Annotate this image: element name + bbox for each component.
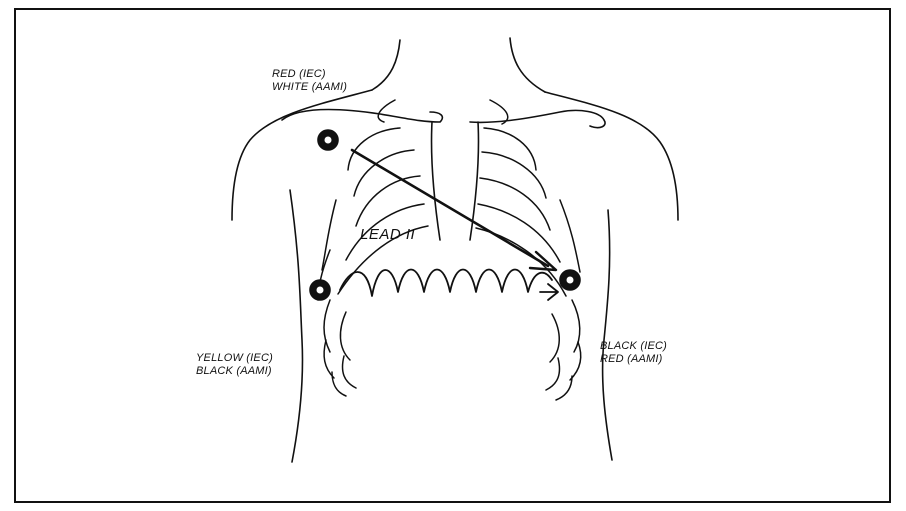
lead-ii-arrowhead (530, 252, 556, 270)
lead-ii-label: LEAD II (360, 226, 415, 243)
lead-ii-arrow (352, 150, 548, 266)
electrode-left-leg (560, 270, 580, 290)
label-right-arm-aami: WHITE (AAMI) (272, 81, 347, 94)
neck-left-outline (372, 40, 400, 90)
label-left-leg-aami: RED (AAMI) (600, 353, 667, 366)
sternum (431, 122, 440, 240)
label-right-arm: RED (IEC) WHITE (AAMI) (272, 68, 347, 94)
label-left-leg-iec: BLACK (IEC) (600, 340, 667, 353)
torso-right-side (603, 210, 612, 460)
label-left-leg: BLACK (IEC) RED (AAMI) (600, 340, 667, 366)
ribs-left (476, 100, 581, 400)
neck-right-outline (510, 38, 545, 92)
left-shoulder-outline (232, 90, 372, 220)
electrode-right-arm (318, 130, 338, 150)
label-right-arm-iec: RED (IEC) (272, 68, 347, 81)
ecg-waveform (340, 270, 552, 297)
right-clavicle (282, 109, 442, 122)
label-right-leg-iec: YELLOW (IEC) (196, 352, 273, 365)
label-right-leg: YELLOW (IEC) BLACK (AAMI) (196, 352, 273, 378)
label-right-leg-aami: BLACK (AAMI) (196, 365, 273, 378)
left-clavicle (470, 110, 605, 127)
torso-left-side (290, 190, 303, 462)
electrode-right-leg (310, 280, 330, 300)
